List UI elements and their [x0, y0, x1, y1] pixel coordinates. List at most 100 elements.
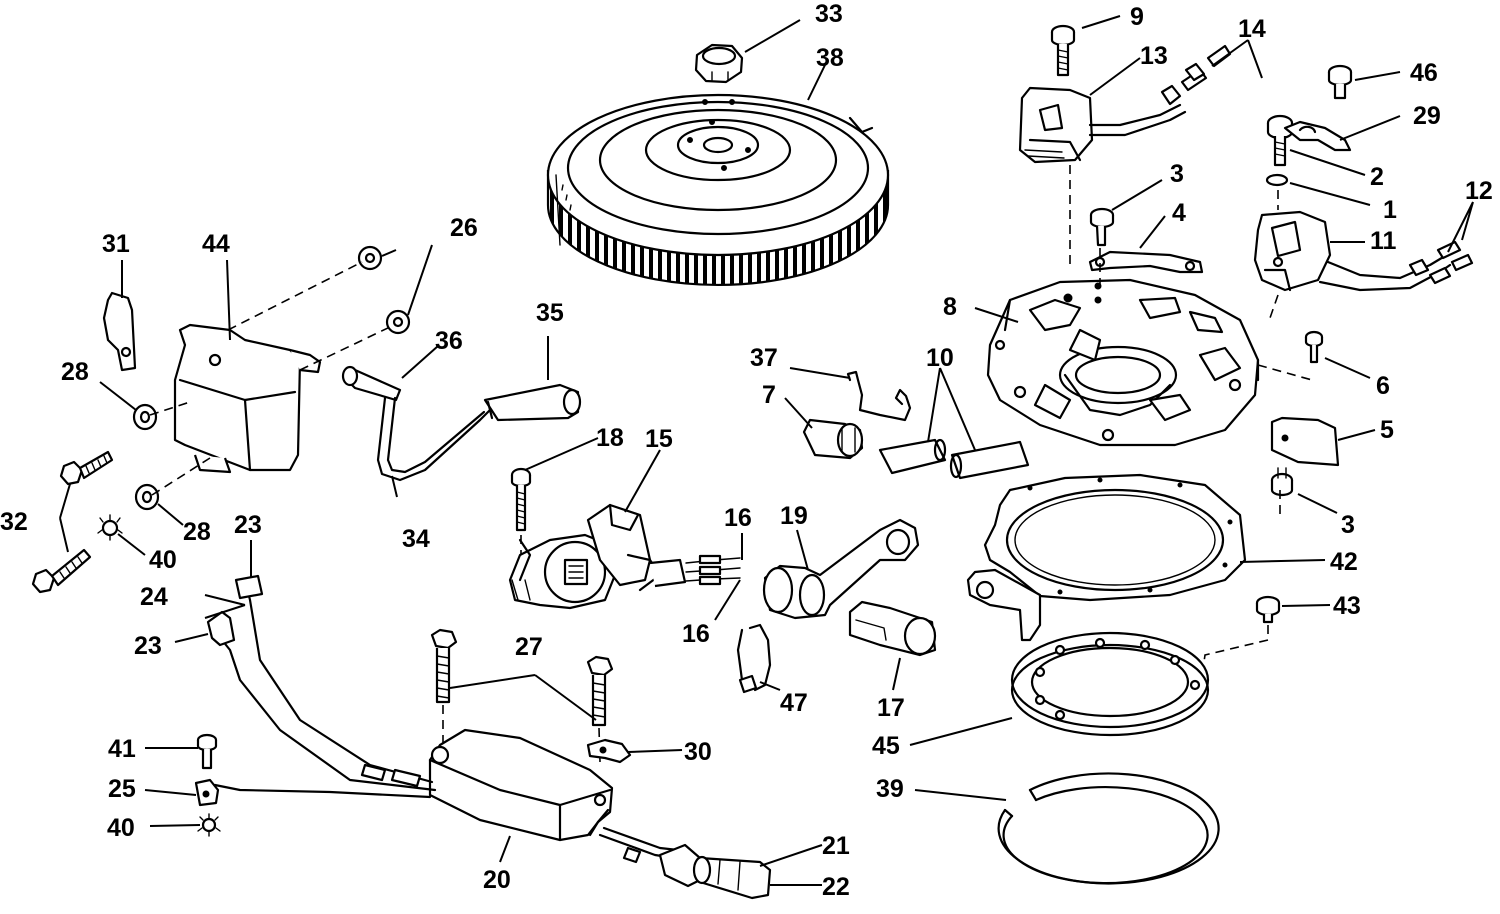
callout-6: 6 — [1376, 372, 1390, 400]
screw-18-part — [510, 467, 532, 532]
screw-3b-part — [1270, 467, 1294, 497]
timer-base-15-part — [508, 503, 687, 610]
screw-9-part — [1050, 24, 1076, 77]
callout-20: 20 — [483, 866, 511, 894]
callout-29: 29 — [1413, 102, 1441, 130]
callout-24: 24 — [140, 583, 168, 611]
flywheel-part — [546, 93, 890, 287]
callout-16-lower: 16 — [682, 620, 710, 648]
connector-23a-part — [234, 574, 264, 600]
callout-3-upper: 3 — [1170, 160, 1184, 188]
callout-11: 11 — [1370, 227, 1397, 255]
callout-35: 35 — [536, 299, 564, 327]
callout-23-lower: 23 — [134, 632, 162, 660]
retaining-ring-39-part — [997, 772, 1220, 885]
bolt-32b-part — [31, 548, 92, 594]
screw-6-part — [1304, 330, 1324, 364]
callout-23-upper: 23 — [234, 511, 262, 539]
callout-4: 4 — [1172, 199, 1186, 227]
callout-18: 18 — [596, 424, 624, 452]
callout-25: 25 — [108, 775, 136, 803]
callout-28-upper: 28 — [61, 358, 89, 386]
bolt-32a-part — [59, 450, 114, 486]
callout-16-upper: 16 — [724, 504, 752, 532]
screw-46-part — [1327, 64, 1353, 100]
callout-27: 27 — [515, 633, 543, 661]
screw-43-part — [1255, 595, 1281, 624]
callout-21: 21 — [822, 832, 850, 860]
power-pack-20-part — [428, 728, 614, 842]
callout-13: 13 — [1140, 42, 1168, 70]
stator-plate-part — [986, 278, 1260, 447]
timer-arm-19-part — [762, 518, 920, 620]
connector-12-part — [1408, 240, 1474, 285]
callout-10: 10 — [926, 344, 954, 372]
spark-plug-lead-part — [341, 365, 582, 482]
pulser-coil-11-part — [1253, 210, 1452, 292]
cable-tie-47-part — [736, 623, 772, 694]
charge-coil-13-part — [1018, 86, 1187, 164]
screw-2-part — [1266, 114, 1294, 167]
callout-37: 37 — [750, 344, 778, 372]
leader-lines — [59, 15, 1474, 886]
callout-41: 41 — [108, 735, 136, 763]
sleeve-10b-part — [949, 440, 1030, 480]
callout-2: 2 — [1370, 163, 1384, 191]
callout-39: 39 — [876, 775, 904, 803]
bolt-27b-part — [586, 655, 614, 727]
lockwasher-40b-part — [197, 813, 221, 837]
callout-42: 42 — [1330, 548, 1358, 576]
callout-34: 34 — [402, 525, 430, 553]
terminal-pins-16-part — [685, 554, 741, 586]
screw-3a-part — [1089, 207, 1115, 247]
callout-40-lower: 40 — [107, 814, 135, 842]
callout-46: 46 — [1410, 59, 1438, 87]
connector-21-22-part — [658, 843, 772, 900]
callout-14: 14 — [1238, 15, 1266, 43]
mounting-plate-42-part — [966, 473, 1247, 642]
ignition-coil-part — [173, 323, 322, 474]
callout-47: 47 — [780, 689, 808, 717]
callout-31: 31 — [102, 230, 130, 258]
callout-36: 36 — [435, 327, 463, 355]
magnet-segment-4-part — [1088, 250, 1204, 274]
callout-43: 43 — [1333, 592, 1361, 620]
retainer-ring-45-part — [1010, 631, 1210, 737]
connector-23b-part — [206, 610, 236, 647]
callout-45: 45 — [872, 732, 900, 760]
bracket-31-part — [102, 291, 137, 372]
callout-8: 8 — [943, 293, 957, 321]
bolt-27a-part — [430, 628, 458, 704]
screw-41-part — [196, 733, 218, 770]
callout-44: 44 — [202, 230, 230, 258]
callout-1: 1 — [1383, 196, 1397, 224]
callout-3-lower: 3 — [1341, 511, 1355, 539]
clip-5-part — [1270, 416, 1340, 467]
callout-12: 12 — [1465, 177, 1493, 205]
callout-40-upper: 40 — [149, 546, 177, 574]
washer-1-part — [1265, 173, 1289, 187]
clamp-30-part — [586, 738, 632, 764]
callout-28-lower: 28 — [183, 518, 211, 546]
sensor-7-part — [802, 418, 864, 460]
callout-26: 26 — [450, 214, 478, 242]
callout-22: 22 — [822, 873, 850, 901]
callout-19: 19 — [780, 502, 808, 530]
callout-32: 32 — [0, 508, 28, 536]
sleeve-10a-part — [878, 438, 947, 475]
lockwasher-40a-part — [97, 514, 123, 541]
callout-33: 33 — [815, 0, 843, 28]
retaining-spring-part — [846, 370, 912, 422]
connector-14-part — [1160, 44, 1232, 106]
flywheel-nut-part — [694, 43, 744, 84]
sleeve-17-part — [848, 600, 937, 657]
terminal-25-part — [194, 778, 220, 807]
callout-7: 7 — [762, 381, 776, 409]
callout-30: 30 — [684, 738, 712, 766]
callout-5: 5 — [1380, 416, 1394, 444]
callout-17: 17 — [877, 694, 905, 722]
callout-15: 15 — [645, 425, 673, 453]
